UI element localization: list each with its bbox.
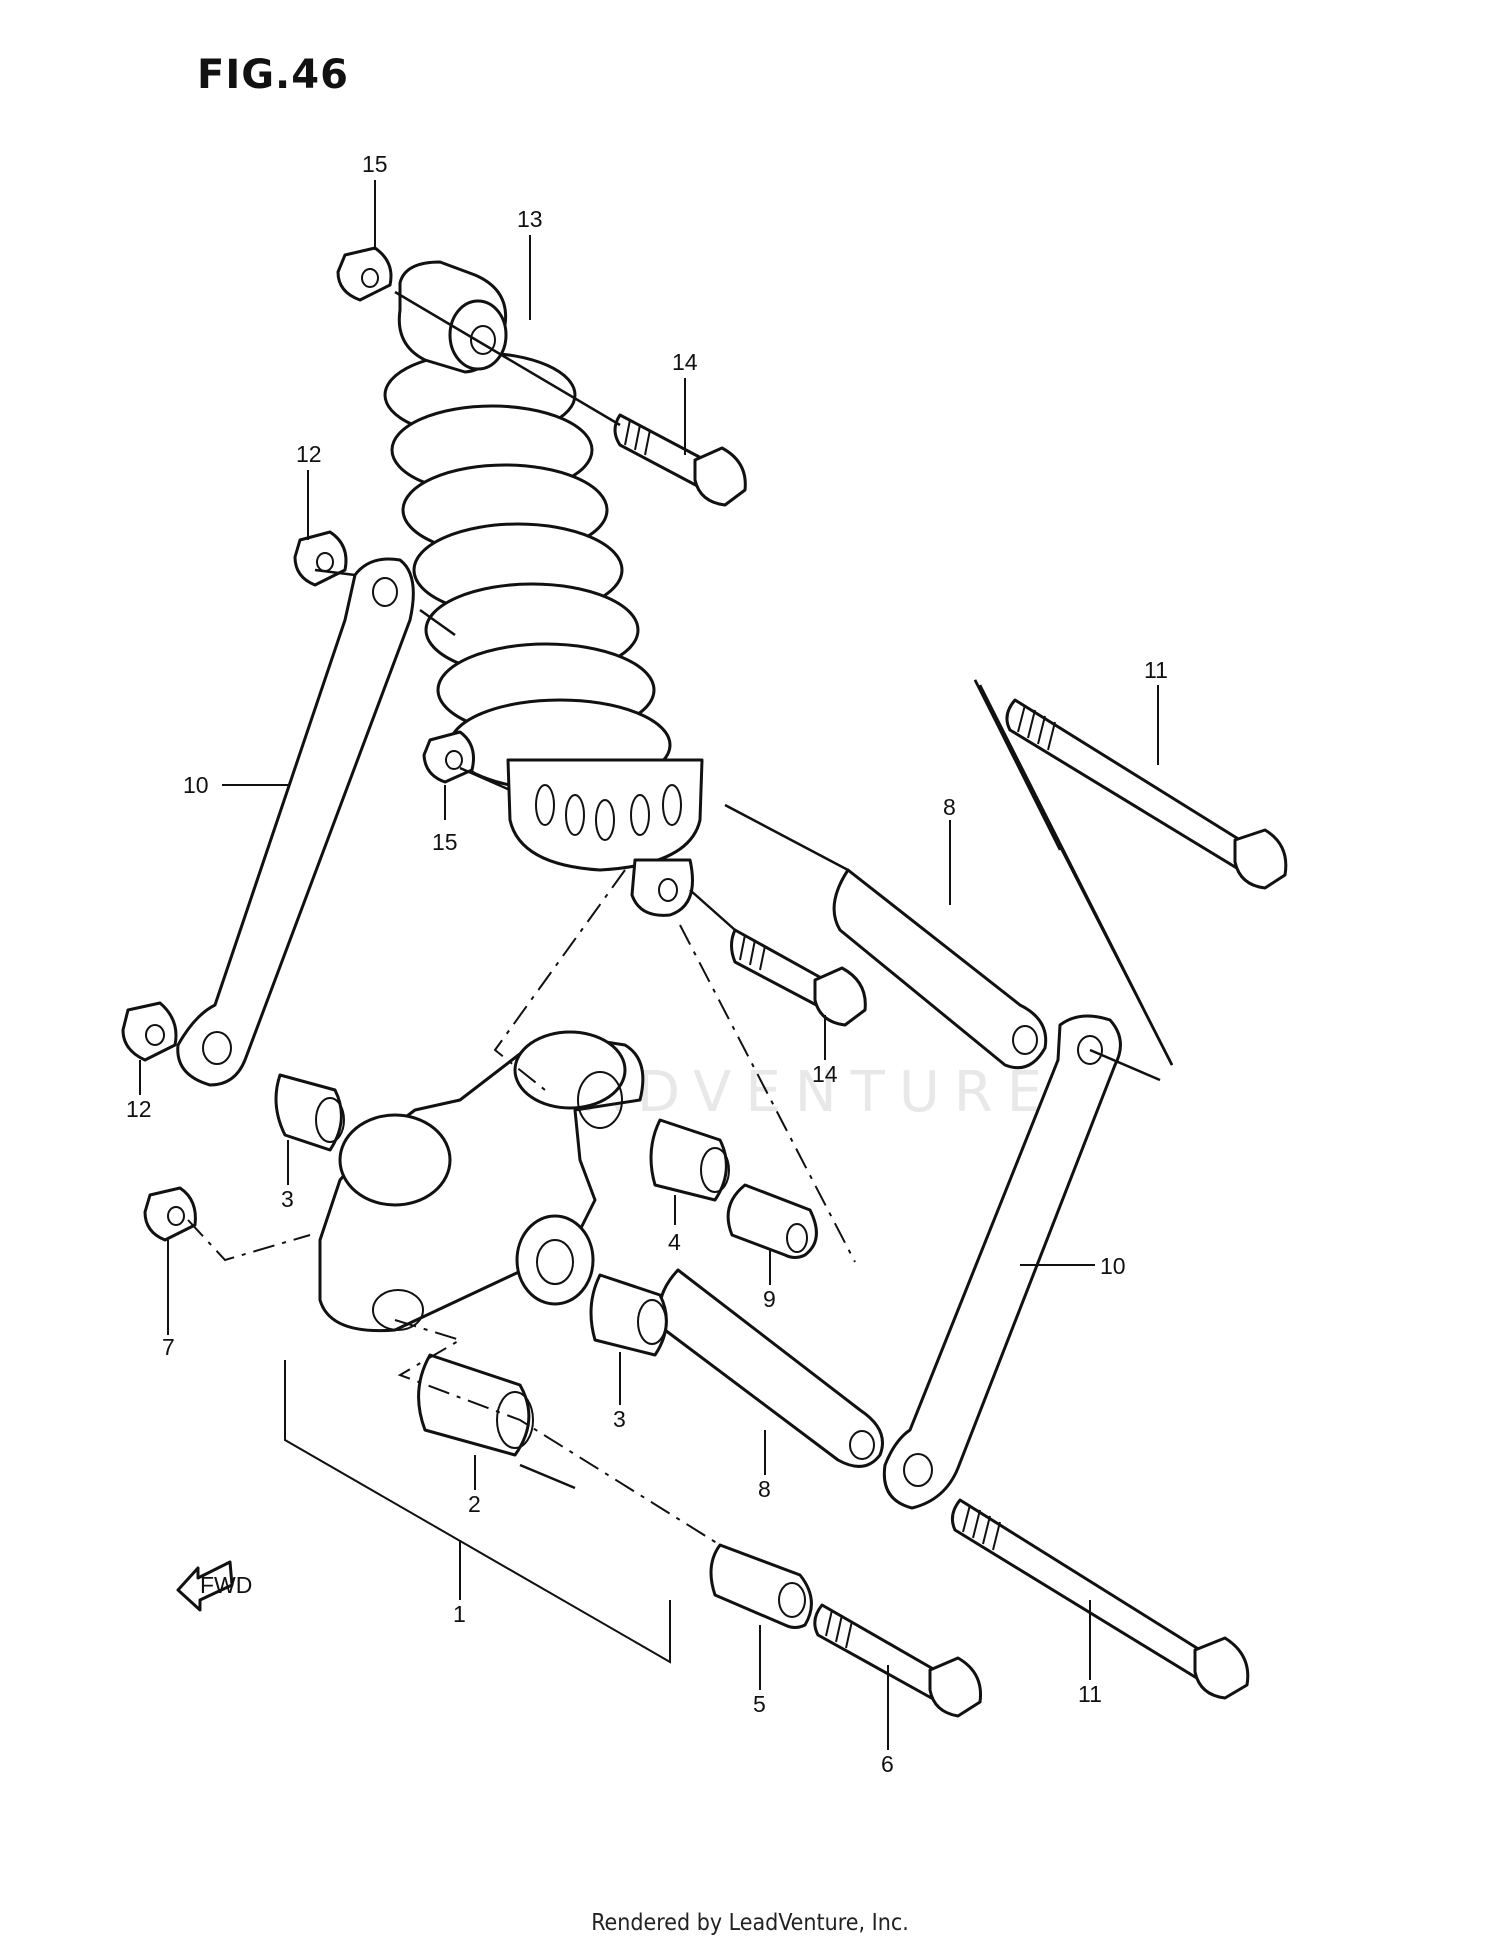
callout-15-lower: 15	[432, 829, 458, 855]
nut-12-upper	[293, 530, 348, 587]
collar-8-upper	[832, 868, 1048, 1070]
shock-lower-eye	[630, 858, 694, 917]
callout-3-upper: 3	[281, 1186, 294, 1212]
callout-4: 4	[668, 1229, 681, 1255]
nut-15-lower	[422, 730, 475, 784]
callout-9: 9	[763, 1286, 776, 1312]
callout-13: 13	[517, 206, 543, 232]
nut-15-upper	[336, 246, 393, 302]
callout-8-lower: 8	[758, 1476, 771, 1502]
bolt-6	[813, 1603, 983, 1718]
cushion-rod-right	[882, 1014, 1122, 1510]
collar-5	[709, 1543, 813, 1629]
bearing-3-upper	[274, 1073, 345, 1152]
bolt-11-lower	[950, 1498, 1250, 1700]
callout-7: 7	[162, 1334, 175, 1360]
callout-5: 5	[753, 1691, 766, 1717]
assembly-lines	[187, 290, 1174, 1664]
callout-14-lower: 14	[812, 1061, 838, 1087]
callout-3-lower: 3	[613, 1406, 626, 1432]
callout-11-lower: 11	[1078, 1681, 1102, 1707]
callout-1: 1	[453, 1601, 466, 1627]
callout-11-upper: 11	[1144, 657, 1168, 683]
callout-12-upper: 12	[296, 441, 322, 467]
bearing-2	[417, 1353, 534, 1457]
callout-10-right: 10	[1100, 1253, 1126, 1279]
callout-15-upper: 15	[362, 151, 388, 177]
nut-12-lower	[121, 1001, 178, 1062]
nut-7	[143, 1186, 197, 1242]
callout-14-upper: 14	[672, 349, 698, 375]
shock-absorber	[383, 260, 704, 917]
bearing-3-lower	[589, 1273, 668, 1357]
fwd-label: FWD	[200, 1572, 252, 1598]
bolt-14-upper	[613, 413, 747, 507]
callout-8-upper: 8	[943, 794, 956, 820]
bolt-11-upper	[1005, 698, 1288, 890]
bearing-4	[649, 1118, 730, 1202]
bolt-14-lower	[730, 928, 867, 1027]
callout-labels: 15 13 14 12 10 15 8 11 14 12 3 4 9 10 7 …	[126, 151, 1168, 1777]
shock-damper-body	[506, 758, 704, 872]
leader-lines	[139, 180, 1159, 1750]
collar-9	[726, 1183, 818, 1259]
callout-2: 2	[468, 1491, 481, 1517]
footer-credit: Rendered by LeadVenture, Inc.	[591, 1910, 909, 1936]
shock-spring	[383, 351, 672, 792]
callout-6: 6	[881, 1751, 894, 1777]
figure-title: FIG.46	[197, 52, 349, 98]
callout-10-left: 10	[183, 772, 209, 798]
fwd-arrow: FWD	[176, 1560, 252, 1612]
cushion-rod-left	[176, 557, 415, 1087]
callout-12-lower: 12	[126, 1096, 152, 1122]
